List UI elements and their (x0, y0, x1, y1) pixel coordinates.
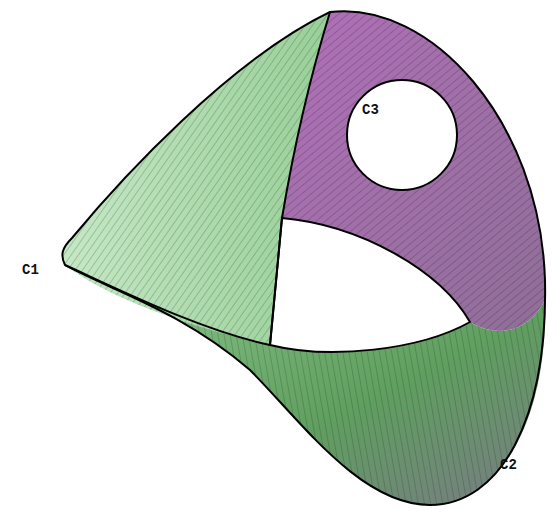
curve-label: C2 (500, 458, 517, 472)
curve-label: C3 (362, 103, 379, 117)
curve-label: C1 (22, 263, 39, 277)
